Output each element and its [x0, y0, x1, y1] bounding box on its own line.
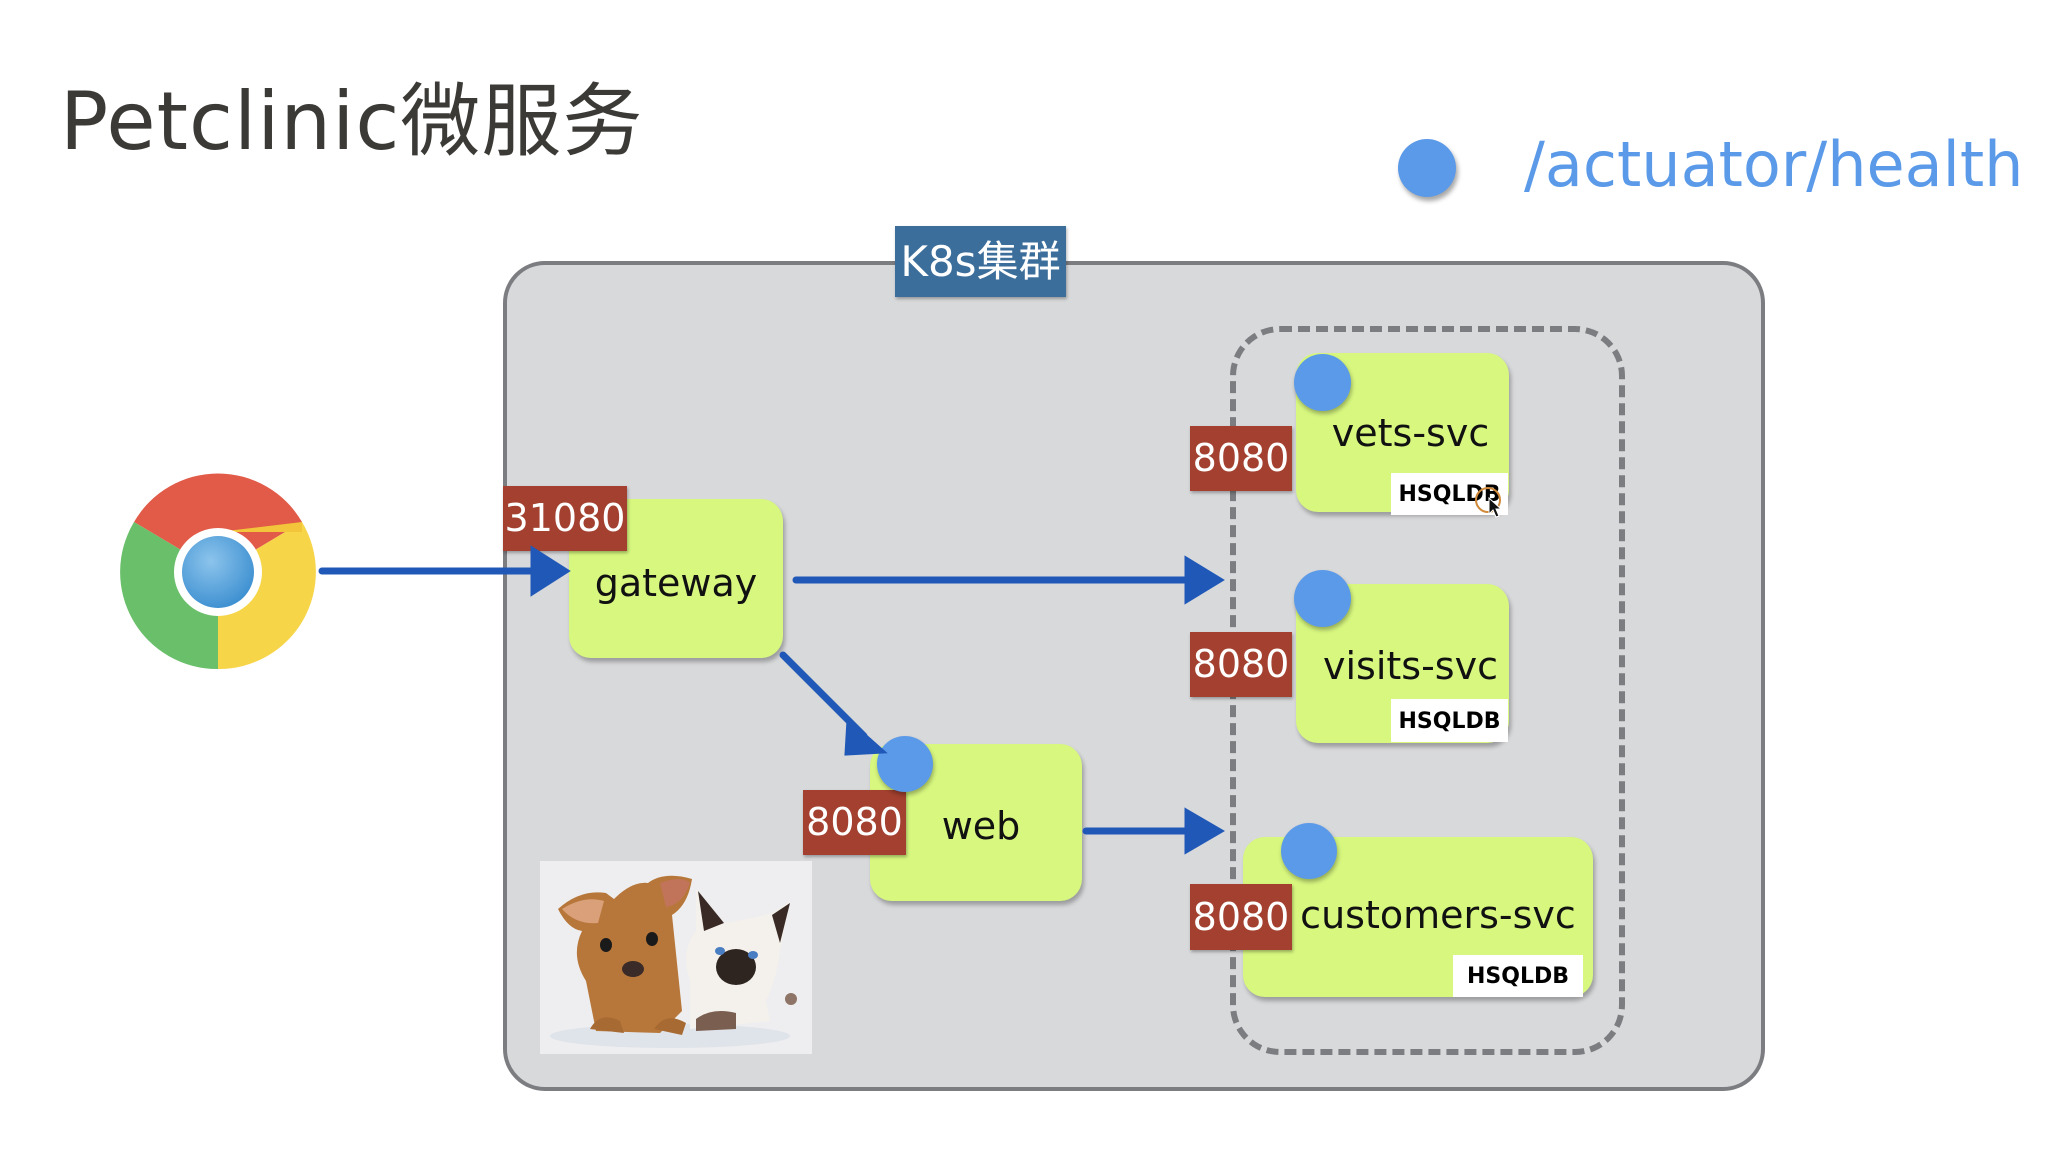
puppy-and-kitten-illustration: [550, 875, 797, 1048]
health-dot-icon: [877, 736, 933, 792]
health-dot-icon: [1398, 139, 1456, 197]
legend-label: /actuator/health: [1524, 128, 2024, 201]
pets-photo: [540, 861, 812, 1054]
visits-port-badge: 8080: [1190, 632, 1292, 697]
node-label: vets-svc: [1331, 411, 1490, 455]
page-title: Petclinic微服务: [60, 75, 644, 168]
health-dot-icon: [1294, 570, 1351, 627]
health-dot-icon: [1294, 354, 1351, 411]
web-port-badge: 8080: [803, 790, 906, 855]
node-label: web: [941, 804, 1021, 848]
health-dot-icon: [1281, 823, 1337, 879]
cursor-arrow-icon: [1488, 497, 1503, 518]
mouse-cursor-indicator: [1475, 487, 1501, 513]
vets-port-badge: 8080: [1190, 426, 1292, 491]
hsqldb-tag: HSQLDB: [1453, 955, 1583, 997]
customers-port-badge: 8080: [1190, 884, 1292, 950]
node-label: customers-svc: [1300, 893, 1576, 937]
gateway-node[interactable]: gateway: [569, 499, 783, 658]
gateway-port-badge: 31080: [503, 486, 627, 551]
node-label: visits-svc: [1323, 644, 1498, 688]
hsqldb-tag: HSQLDB: [1391, 699, 1508, 742]
chrome-browser-icon: [120, 473, 316, 670]
cluster-label: K8s集群: [895, 226, 1066, 297]
node-label: gateway: [594, 561, 758, 605]
